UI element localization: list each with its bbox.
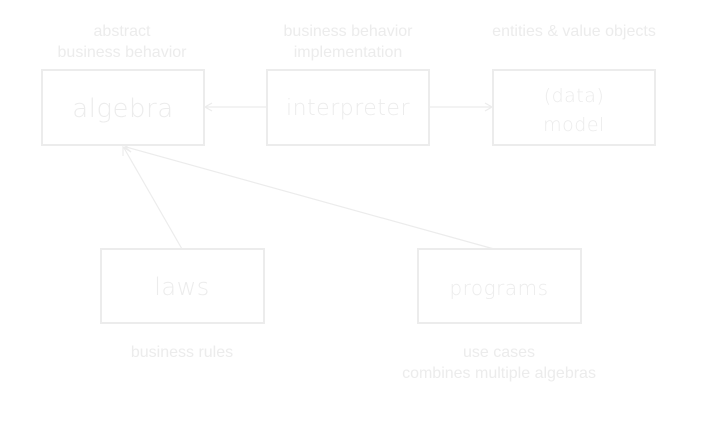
model-node: (data) model — [492, 69, 656, 146]
diagram-edges — [122, 102, 495, 250]
edge-programs-to-algebra — [125, 146, 495, 250]
interpreter-caption-line2: implementation — [294, 44, 403, 61]
interpreter-caption-line1: business behavior — [284, 23, 414, 40]
model-label-line2: model — [543, 114, 605, 136]
algebra-node: algebra — [41, 69, 205, 146]
algebra-caption-line2: business behavior — [58, 44, 188, 61]
interpreter-box — [266, 69, 430, 146]
model-label-line1: (data) — [544, 85, 605, 107]
laws-node: laws — [100, 248, 265, 324]
model-caption-line1: entities & value objects — [492, 23, 656, 40]
programs-box — [417, 248, 582, 324]
laws-box — [100, 248, 265, 324]
algebra-label: algebra — [72, 94, 173, 124]
interpreter-label: interpreter — [286, 96, 410, 121]
edge-laws-to-algebra — [123, 147, 183, 250]
programs-caption-line2: combines multiple algebras — [402, 365, 596, 382]
laws-caption-line1: business rules — [131, 344, 233, 361]
model-box — [492, 69, 656, 146]
interpreter-node: interpreter — [266, 69, 430, 146]
algebra-caption-line1: abstract — [94, 23, 151, 40]
programs-caption-line1: use cases — [463, 344, 535, 361]
programs-label: programs — [449, 276, 548, 300]
laws-label: laws — [154, 273, 210, 301]
algebra-box — [41, 69, 205, 146]
programs-node: programs — [417, 248, 582, 324]
